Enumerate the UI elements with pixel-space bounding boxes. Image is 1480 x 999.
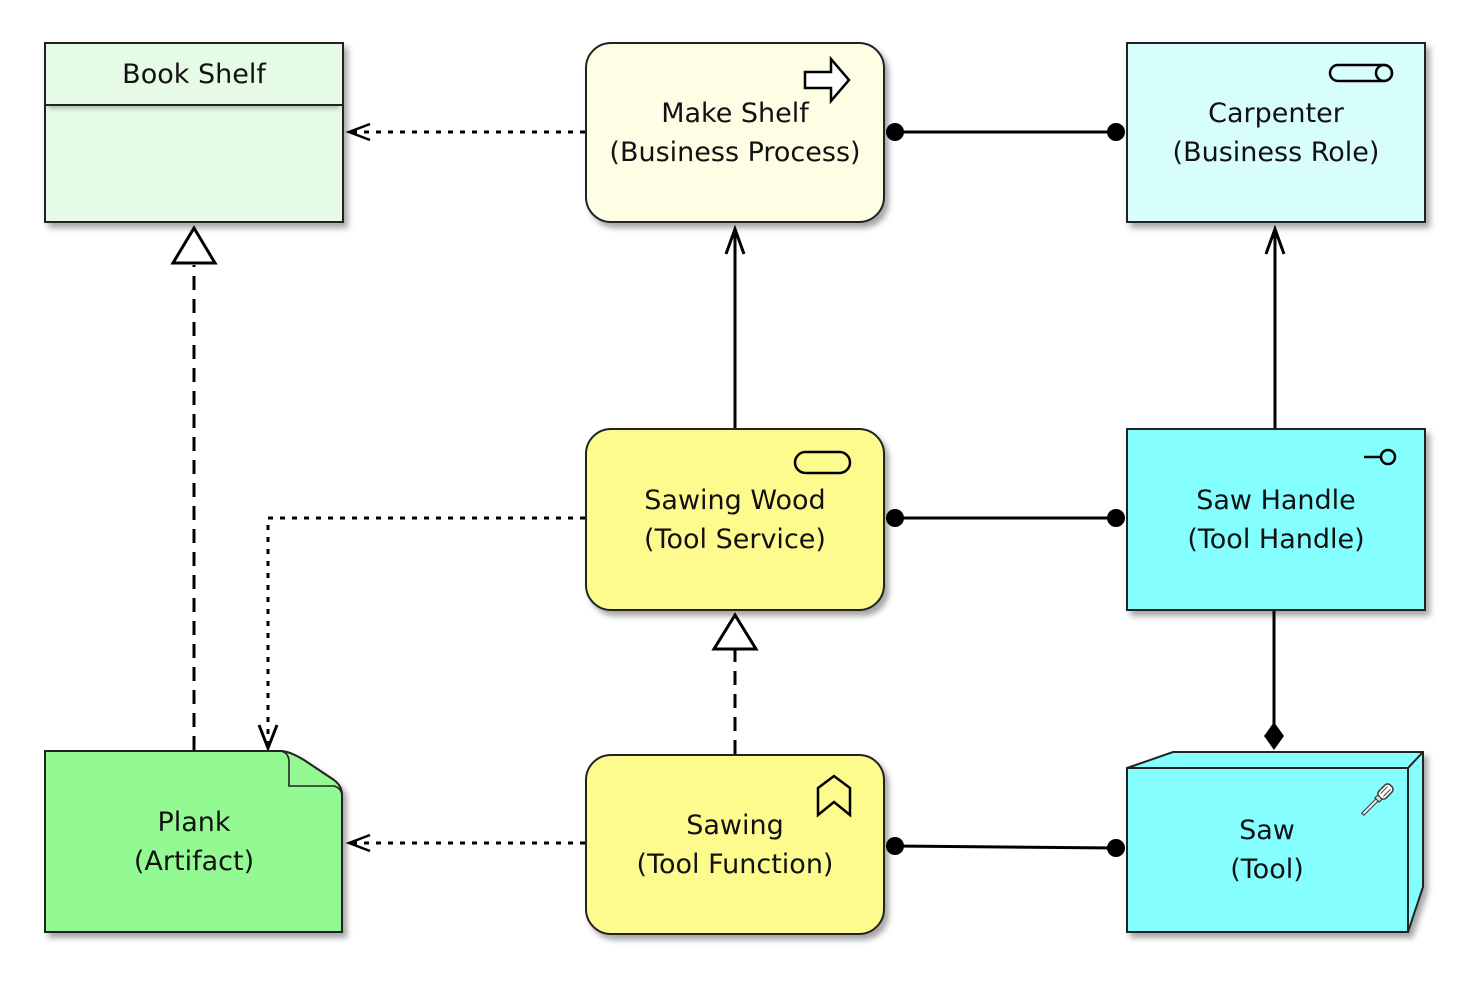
node-label: Saw (Tool) xyxy=(1126,758,1408,942)
node-header: Book Shelf xyxy=(46,44,342,106)
node-plank[interactable]: Plank (Artifact) xyxy=(44,750,344,934)
edge-sawing-to-saw[interactable] xyxy=(886,837,1125,857)
edge-sawing-wood-to-plank[interactable] xyxy=(257,516,585,753)
node-saw-handle[interactable]: Saw Handle (Tool Handle) xyxy=(1126,428,1426,611)
node-title: Book Shelf xyxy=(122,58,266,90)
node-carpenter[interactable]: Carpenter (Business Role) xyxy=(1126,42,1426,223)
role-icon xyxy=(1328,63,1394,83)
process-arrow-icon xyxy=(803,56,851,104)
edge-saw-to-saw-handle[interactable] xyxy=(1264,611,1284,750)
node-title: Plank xyxy=(157,807,231,838)
node-sawing-wood[interactable]: Sawing Wood (Tool Service) xyxy=(585,428,885,611)
service-icon xyxy=(793,450,852,475)
node-kind: (Tool) xyxy=(1230,854,1304,885)
artifact-shape xyxy=(44,750,343,933)
node-kind: (Business Process) xyxy=(609,136,861,168)
assignment-dot-source xyxy=(886,123,904,141)
node-sawing[interactable]: Sawing (Tool Function) xyxy=(585,754,885,935)
node-title: Make Shelf xyxy=(661,97,809,129)
node-title: Carpenter xyxy=(1208,97,1344,129)
folded-corner xyxy=(280,750,343,796)
node-book-shelf[interactable]: Book Shelf xyxy=(44,42,344,223)
node-title: Sawing xyxy=(686,809,784,841)
node-label: Plank (Artifact) xyxy=(44,750,344,934)
edge-sawing-wood-to-saw-handle[interactable] xyxy=(886,509,1125,527)
node-kind: (Business Role) xyxy=(1172,136,1380,168)
edge-make-shelf-to-carpenter[interactable] xyxy=(886,123,1125,141)
node-kind: (Tool Function) xyxy=(636,848,834,880)
edge-saw-handle-to-carpenter[interactable] xyxy=(1264,224,1286,428)
composition-diamond xyxy=(1264,722,1284,750)
edge-sawing-wood-to-make-shelf[interactable] xyxy=(724,224,746,428)
edge-sawing-to-plank[interactable] xyxy=(345,833,585,853)
device-box-shape xyxy=(1126,751,1424,933)
assignment-dot-target xyxy=(1107,123,1125,141)
edge-sawing-to-sawing-wood[interactable] xyxy=(711,612,759,754)
node-saw[interactable]: Saw (Tool) xyxy=(1126,750,1426,934)
node-title: Saw xyxy=(1239,815,1295,846)
interface-icon xyxy=(1364,448,1397,466)
function-chevron-icon xyxy=(816,774,852,818)
node-title: Saw Handle xyxy=(1196,484,1356,516)
screwdriver-icon xyxy=(1360,783,1394,817)
node-kind: (Tool Handle) xyxy=(1187,523,1365,555)
realization-triangle xyxy=(170,225,218,265)
edge-make-shelf-to-book-shelf[interactable] xyxy=(345,122,585,142)
node-kind: (Artifact) xyxy=(133,846,255,877)
node-title: Sawing Wood xyxy=(644,484,826,516)
node-make-shelf[interactable]: Make Shelf (Business Process) xyxy=(585,42,885,223)
edge-plank-to-book-shelf[interactable] xyxy=(170,225,218,750)
node-kind: (Tool Service) xyxy=(644,523,826,555)
